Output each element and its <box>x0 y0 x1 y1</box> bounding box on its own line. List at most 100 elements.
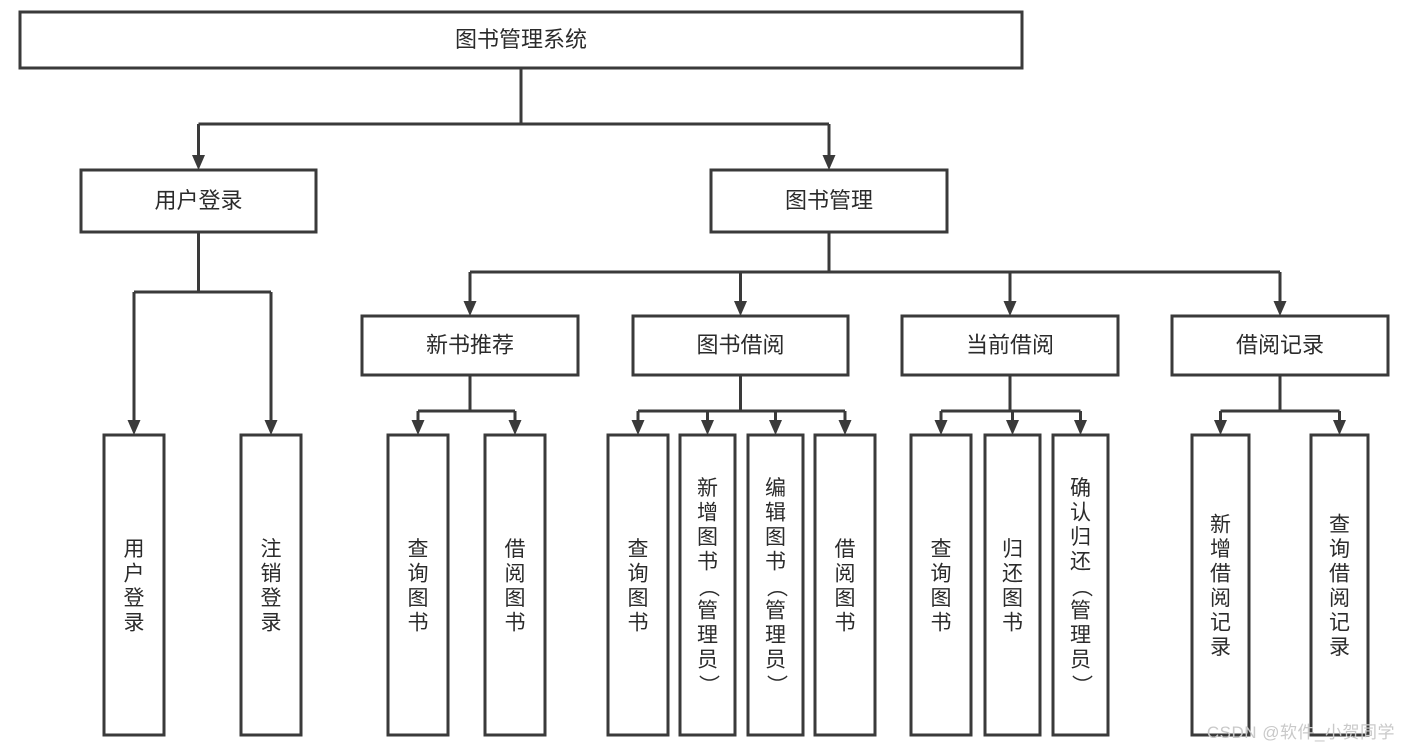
label-char: 借 <box>505 538 526 561</box>
node-book-manage[interactable]: 图书管理 <box>709 168 949 234</box>
label-char: 销 <box>261 563 282 586</box>
node-leaf-user-login[interactable]: 用户登录 <box>102 433 166 737</box>
label-char: 还 <box>1002 563 1023 586</box>
node-label-leaf-user-login: 用户登录 <box>124 538 145 635</box>
connector-group-book-borrow <box>631 375 852 435</box>
label-char: 阅 <box>1329 587 1350 610</box>
label-char: 询 <box>628 563 649 586</box>
node-box-new-book-rec <box>360 314 580 377</box>
arrow-head-icon <box>264 420 278 435</box>
label-char: ） <box>697 674 720 695</box>
label-char: （ <box>765 576 788 597</box>
node-box-root <box>18 10 1024 70</box>
node-root[interactable]: 图书管理系统 <box>18 10 1024 70</box>
label-char: 记 <box>1329 612 1350 635</box>
label-char: 阅 <box>835 563 856 586</box>
label-char: 询 <box>408 563 429 586</box>
label-char: 登 <box>124 587 145 610</box>
label-char: 录 <box>1210 636 1231 659</box>
label-char: 图 <box>1002 587 1023 610</box>
label-char: 借 <box>1210 563 1231 586</box>
label-char: 查 <box>408 538 429 561</box>
node-box-book-borrow <box>631 314 850 377</box>
label-char: 图 <box>628 587 649 610</box>
node-box-leaf-edit-book-admin <box>746 433 805 737</box>
node-box-leaf-borrow-book-rec <box>483 433 547 737</box>
label-char: 还 <box>1070 550 1091 573</box>
node-label-borrow-record: 借阅记录 <box>1236 332 1324 357</box>
label-char: 图 <box>931 587 952 610</box>
label-char: 阅 <box>1210 587 1231 610</box>
arrow-head-icon <box>934 420 948 435</box>
node-new-book-rec[interactable]: 新书推荐 <box>360 314 580 377</box>
label-char: 查 <box>931 538 952 561</box>
label-char: 管 <box>765 599 786 622</box>
label-char: 借 <box>1329 563 1350 586</box>
label-char: 图 <box>835 587 856 610</box>
node-box-leaf-return-book <box>983 433 1042 737</box>
arrow-head-icon <box>1074 420 1087 435</box>
label-char: 增 <box>697 501 718 524</box>
label-char: 登 <box>261 587 282 610</box>
label-char: 查 <box>1329 514 1350 537</box>
node-box-leaf-user-login <box>102 433 166 737</box>
node-box-leaf-query-borrow-record <box>1309 433 1370 737</box>
arrow-head-icon <box>734 301 747 316</box>
arrow-head-icon <box>411 420 425 435</box>
label-char: 录 <box>1329 636 1350 659</box>
label-char: 认 <box>1070 501 1091 524</box>
label-char: 借 <box>835 538 856 561</box>
arrow-head-icon <box>1333 420 1346 435</box>
label-char: 书 <box>765 550 786 573</box>
label-char: ） <box>765 674 788 695</box>
node-box-leaf-add-book-admin <box>678 433 737 737</box>
node-box-leaf-query-book-cur <box>909 433 973 737</box>
label-char: 录 <box>261 612 282 635</box>
label-char: 询 <box>931 563 952 586</box>
arrow-head-icon <box>631 420 645 435</box>
connector-group-book-manage <box>463 232 1287 316</box>
label-char: ） <box>1070 674 1093 695</box>
node-label-current-borrow: 当前借阅 <box>966 332 1054 357</box>
label-char: 注 <box>261 538 282 561</box>
label-char: 员 <box>697 648 718 671</box>
node-book-borrow[interactable]: 图书借阅 <box>631 314 850 377</box>
connectors-layer <box>127 68 1346 435</box>
label-char: 新 <box>697 477 718 500</box>
node-borrow-record[interactable]: 借阅记录 <box>1170 314 1390 377</box>
label-char: 员 <box>1070 648 1091 671</box>
node-user-login[interactable]: 用户登录 <box>79 168 318 234</box>
label-char: 图 <box>697 526 718 549</box>
label-char: 查 <box>628 538 649 561</box>
label-char: 书 <box>505 612 526 635</box>
label-char: 用 <box>124 538 145 561</box>
label-char: （ <box>1070 576 1093 597</box>
node-label-book-borrow: 图书借阅 <box>696 332 784 357</box>
arrow-head-icon <box>127 420 141 435</box>
node-current-borrow[interactable]: 当前借阅 <box>900 314 1120 377</box>
arrow-head-icon <box>1273 301 1287 316</box>
arrow-head-icon <box>508 420 522 435</box>
arrow-head-icon <box>1006 420 1019 435</box>
label-char: 图 <box>765 526 786 549</box>
label-char: 确 <box>1070 477 1091 500</box>
connector-group-borrow-record <box>1214 375 1346 435</box>
label-char: 录 <box>124 612 145 635</box>
